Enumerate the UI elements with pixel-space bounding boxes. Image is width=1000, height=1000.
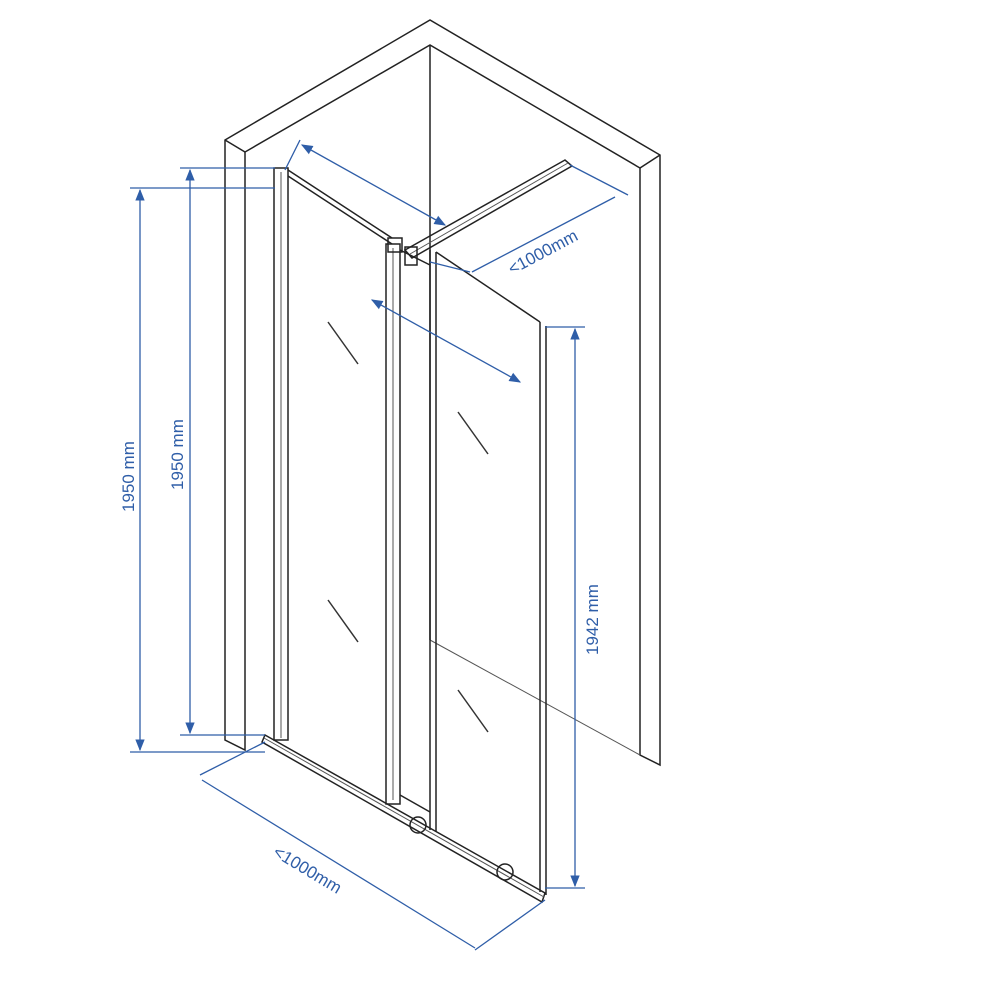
walk-in-glass-panel [429, 250, 547, 895]
door-panel [385, 237, 431, 813]
height-inner-label: 1950 mm [168, 419, 187, 490]
width-bottom-label: <1000mm [270, 842, 345, 897]
height-outer-label: 1950 mm [119, 441, 138, 512]
fixed-glass-panel [273, 167, 393, 741]
height-panel-label: 1942 mm [583, 584, 602, 655]
dimension-lines [130, 139, 629, 951]
depth-top-label: <1000mm [505, 226, 581, 278]
